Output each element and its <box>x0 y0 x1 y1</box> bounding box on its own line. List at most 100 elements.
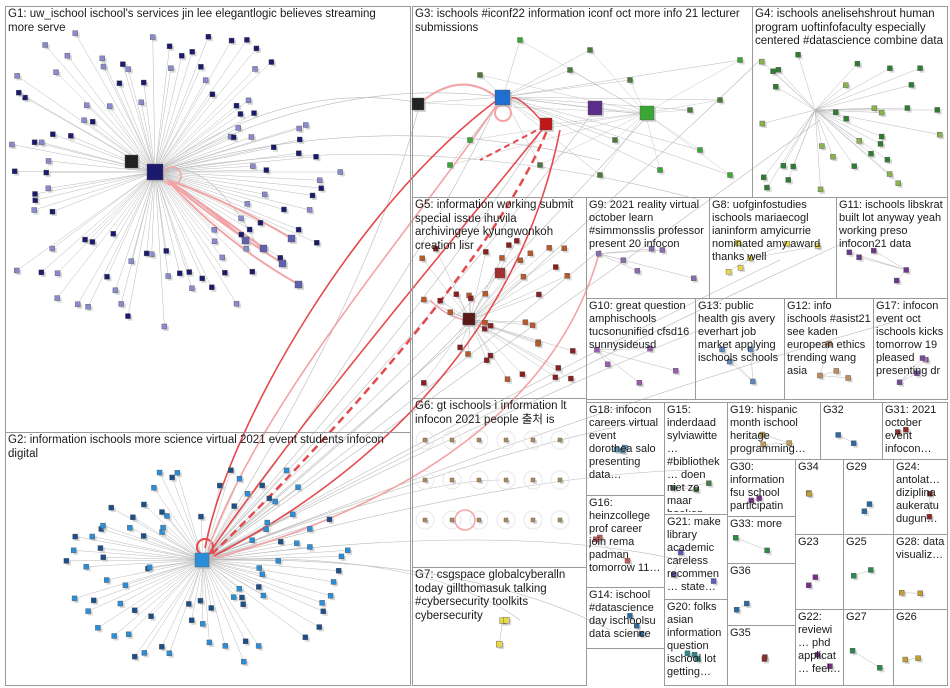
edge <box>852 650 880 668</box>
edge <box>14 170 156 173</box>
self-loop <box>494 104 512 122</box>
g12-node <box>845 375 851 381</box>
g1-node <box>53 69 59 75</box>
g2-node <box>319 600 325 606</box>
g2-node <box>208 605 214 611</box>
edge <box>539 112 646 166</box>
edge <box>202 119 821 561</box>
edge <box>67 55 156 173</box>
g2-node <box>330 579 337 585</box>
g1-node <box>261 191 268 198</box>
g2-node <box>132 653 138 660</box>
g16-node <box>597 534 603 541</box>
edge <box>202 559 259 588</box>
g1-node <box>64 52 71 59</box>
edge <box>596 349 676 372</box>
g9-node <box>595 250 602 257</box>
g1-node <box>100 63 107 70</box>
g5-node <box>564 273 570 279</box>
g3-hub-node <box>494 89 511 106</box>
edge <box>154 97 421 173</box>
g2-node <box>63 558 70 564</box>
g1-node <box>296 150 302 156</box>
g19-node <box>760 441 766 448</box>
group-label-g23: G23 <box>798 536 819 548</box>
edge <box>161 559 204 647</box>
edge <box>814 109 823 147</box>
edge <box>154 171 169 277</box>
g26-node <box>902 656 908 663</box>
g3-node <box>567 67 573 73</box>
g11-node <box>871 247 877 254</box>
g2-node <box>241 658 247 665</box>
edge <box>75 33 156 173</box>
edge <box>74 559 204 599</box>
g9-node <box>648 246 655 252</box>
edge <box>103 66 156 173</box>
edge <box>213 129 561 557</box>
group-box-g18 <box>586 402 665 496</box>
edge <box>469 319 523 375</box>
g31-node <box>895 429 901 435</box>
g1-node <box>32 191 38 197</box>
g13-node <box>748 346 754 353</box>
edge <box>102 525 204 561</box>
g2-node <box>345 547 351 554</box>
edge <box>48 171 156 189</box>
g2-node <box>70 547 77 554</box>
g5-node <box>568 375 574 382</box>
g11-node <box>893 277 900 284</box>
g6-node <box>449 477 455 483</box>
g1-node <box>259 244 268 253</box>
edge <box>814 109 882 137</box>
g5-node <box>520 273 527 280</box>
edge <box>154 156 317 173</box>
edge <box>202 249 601 561</box>
g1-node <box>16 89 22 96</box>
edge <box>202 505 235 561</box>
g29-node <box>861 508 868 514</box>
g1-node <box>198 64 204 70</box>
g6-node-ring <box>442 510 462 530</box>
edge <box>469 266 556 321</box>
edge <box>134 559 204 657</box>
g1-node <box>124 154 139 169</box>
edge <box>469 275 568 321</box>
g1-node <box>199 275 205 282</box>
group-label-g26: G26 <box>896 611 917 623</box>
g21-node <box>710 578 717 584</box>
g2-node <box>236 585 242 592</box>
g21-node <box>671 572 677 578</box>
g4-node <box>936 131 943 138</box>
g32-node <box>835 432 841 438</box>
g5-node <box>555 365 561 371</box>
g2-node <box>230 594 237 600</box>
edge <box>899 359 927 383</box>
edge <box>154 171 285 210</box>
g8-node <box>784 241 790 247</box>
g1-node <box>89 119 96 125</box>
g1-node <box>209 284 215 291</box>
group-label-g5: G5: information working submit special i… <box>415 199 574 252</box>
g4-node <box>934 107 940 113</box>
edge <box>84 171 156 240</box>
g11-node <box>846 249 853 256</box>
group-box-g17 <box>873 298 948 400</box>
g5-node <box>522 319 529 325</box>
edge <box>113 559 204 637</box>
edge <box>144 559 204 654</box>
edge <box>73 550 204 561</box>
group-label-g34: G34 <box>798 461 819 473</box>
g12-node <box>817 372 823 379</box>
edge <box>202 102 421 561</box>
g1-node <box>244 37 250 43</box>
edge <box>202 519 330 561</box>
edge <box>154 171 203 279</box>
g2-node <box>307 526 313 532</box>
group-label-g21: G21: make library academic careless reco… <box>667 516 721 593</box>
g2-node <box>186 601 192 607</box>
edge <box>469 240 518 321</box>
group-label-g18: G18: infocon careers virtual event dorot… <box>589 404 659 481</box>
edge <box>44 44 156 173</box>
edge <box>48 160 156 173</box>
